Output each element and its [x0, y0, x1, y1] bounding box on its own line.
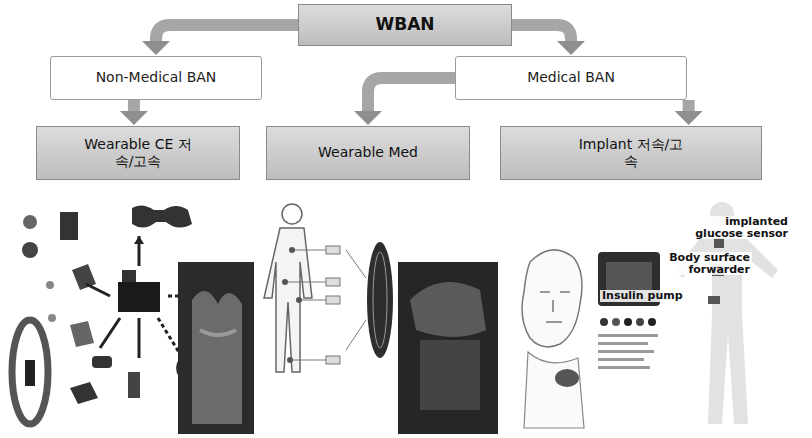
arrow-shaft [156, 25, 298, 42]
category-box: WBAN [298, 4, 512, 46]
branch-arrow [142, 25, 298, 55]
arrow-head [142, 41, 170, 55]
callout-label: implanted glucose sensor [690, 216, 790, 239]
branch-box: Medical BAN [455, 56, 687, 100]
branch-arrow [354, 78, 455, 125]
box-label: Wearable CE 저속/고속 [84, 136, 192, 171]
callout-label: Body surface forwarder [664, 252, 752, 275]
arrow-head [354, 111, 382, 125]
category-box: Wearable Med [266, 126, 470, 180]
branch-box: Non-Medical BAN [50, 56, 262, 100]
arrow-head [120, 111, 148, 125]
arrow-shaft [368, 78, 455, 112]
branch-arrow [512, 25, 585, 55]
arrow-head [557, 41, 585, 55]
category-box: Implant 저속/고속 [500, 126, 762, 180]
box-label: Wearable Med [318, 144, 418, 162]
arrow-shaft [512, 25, 571, 42]
box-label: WBAN [375, 14, 434, 35]
arrow-shaft [128, 100, 140, 112]
box-label: Implant 저속/고속 [577, 136, 685, 171]
branch-arrow [120, 100, 148, 125]
arrow-shaft [683, 100, 695, 112]
callout-label: Insulin pump [600, 290, 685, 302]
category-box: Wearable CE 저속/고속 [36, 126, 240, 180]
wearable-ce-illustration [12, 205, 254, 434]
box-label: Non-Medical BAN [96, 69, 217, 87]
branch-arrow [675, 100, 703, 125]
wearable-med-illustration [264, 204, 498, 434]
arrow-head [675, 111, 703, 125]
box-label: Medical BAN [527, 69, 615, 87]
